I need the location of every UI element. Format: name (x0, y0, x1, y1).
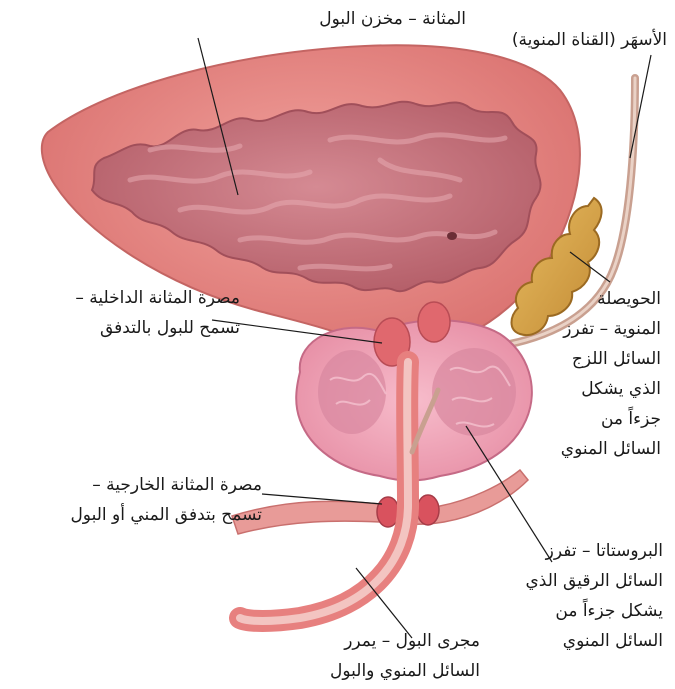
label-line: السائل المنوي (495, 626, 663, 656)
label-line: السائل المنوي والبول (282, 656, 480, 686)
label-line: البروستاتا – تفرز (495, 536, 663, 566)
label-line: الحويصلة (535, 284, 661, 314)
label-vas-deferens: الأسهَر (القناة المنوية) (455, 25, 667, 55)
external-sphincter-right (417, 495, 439, 525)
label-line: السائل الرقيق الذي (495, 566, 663, 596)
label-line: السائل المنوي (535, 434, 661, 464)
label-line: الذي يشكل (535, 374, 661, 404)
label-line: الأسهَر (القناة المنوية) (455, 25, 667, 55)
label-prostate: البروستاتا – تفرز السائل الرقيق الذي يشك… (495, 536, 663, 656)
label-line: مصرة المثانة الداخلية – (2, 283, 240, 313)
label-line: تسمح بتدفق المني أو البول (2, 500, 262, 530)
label-line: يشكل جزءاً من (495, 596, 663, 626)
label-seminal-vesicle: الحويصلة المنوية – تفرز السائل اللزج الذ… (535, 284, 661, 464)
label-urethra: مجرى البول – يمرر السائل المنوي والبول (282, 626, 480, 686)
label-external-sphincter: مصرة المثانة الخارجية – تسمح بتدفق المني… (2, 470, 262, 530)
internal-sphincter-right (418, 302, 450, 342)
label-bladder: المثانة – مخزن البول (226, 4, 466, 34)
label-line: جزءاً من (535, 404, 661, 434)
label-line: المنوية – تفرز (535, 314, 661, 344)
label-line: المثانة – مخزن البول (226, 4, 466, 34)
label-line: السائل اللزج (535, 344, 661, 374)
label-line: مصرة المثانة الخارجية – (2, 470, 262, 500)
label-internal-sphincter: مصرة المثانة الداخلية – تسمح للبول بالتد… (2, 283, 240, 343)
ureter-opening (447, 232, 457, 240)
label-line: تسمح للبول بالتدفق (2, 313, 240, 343)
label-line: مجرى البول – يمرر (282, 626, 480, 656)
